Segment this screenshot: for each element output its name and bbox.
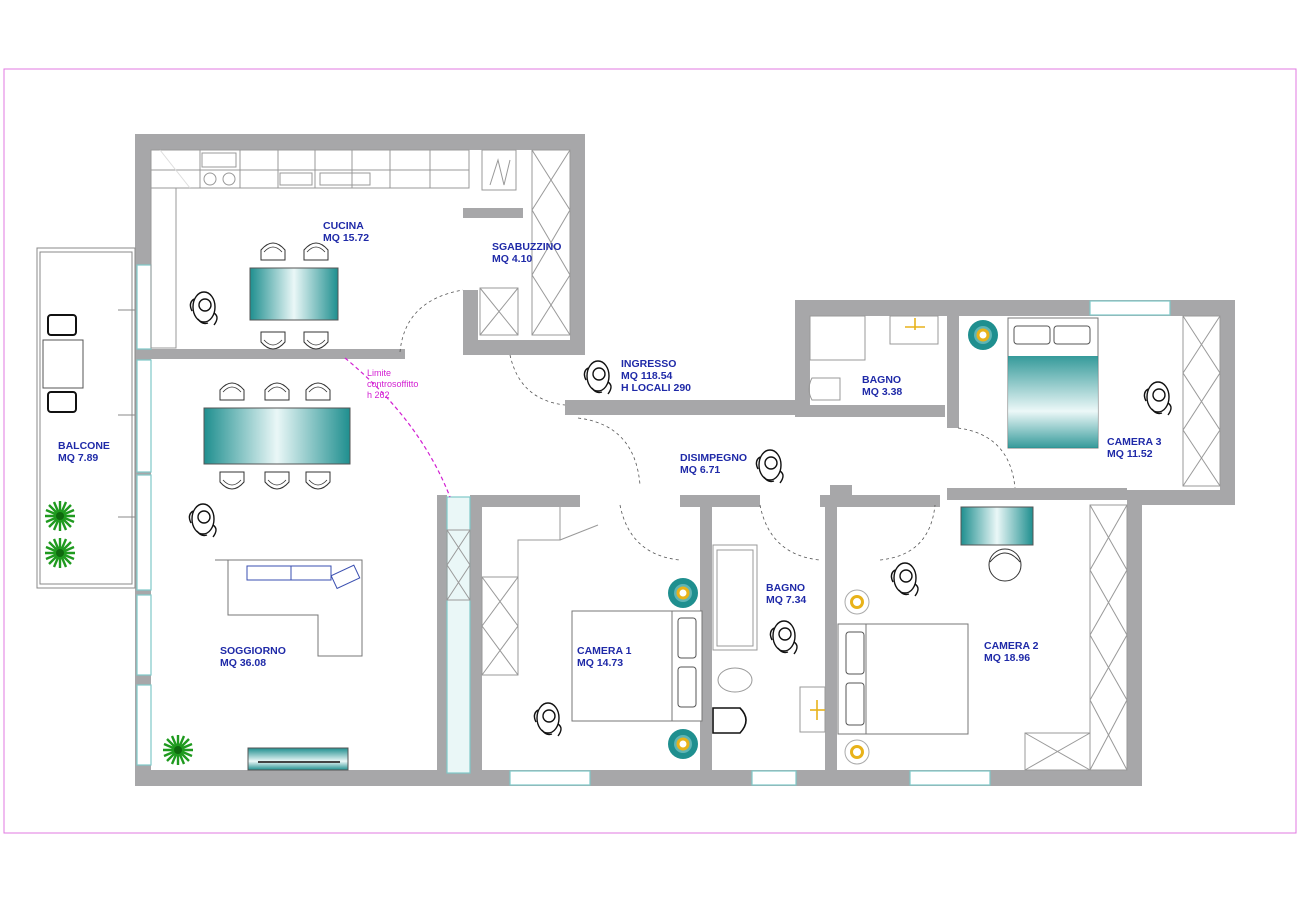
room-area: MQ 11.52: [1107, 448, 1153, 460]
room-area: MQ 15.72: [323, 232, 370, 244]
room-area: MQ 7.34: [766, 594, 807, 606]
large-bathroom-fixtures: [712, 544, 826, 734]
person-icon: [189, 291, 218, 326]
room-name: CUCINA: [323, 220, 364, 232]
doors: [399, 289, 1016, 561]
room-area: MQ 36.08: [220, 657, 267, 669]
kitchen-table: [249, 267, 339, 321]
person-icon: [583, 360, 612, 395]
plant-icon: [43, 499, 77, 533]
person-icon: [188, 503, 217, 538]
kitchen-counters: [150, 149, 470, 349]
room-label-soggiorno: SOGGIORNO MQ 36.08: [220, 645, 286, 669]
person-icon: [769, 620, 798, 655]
desk-camera2: [960, 506, 1034, 546]
room-area: MQ 6.71: [680, 464, 721, 476]
room-label-sgabuzzino: SGABUZZINO MQ 4.10: [492, 241, 561, 265]
living-column: [446, 529, 471, 601]
small-bathroom-fixtures: [808, 315, 939, 401]
room-name: BAGNO: [862, 374, 902, 386]
room-label-camera1: CAMERA 1 MQ 14.73: [577, 645, 631, 669]
room-name: CAMERA 1: [577, 645, 632, 657]
room-area: MQ 118.54: [621, 370, 673, 382]
windows: [136, 264, 1171, 786]
room-label-cucina: CUCINA MQ 15.72: [323, 220, 369, 244]
balcony-table: [42, 314, 84, 413]
room-name: CAMERA 3: [1107, 436, 1162, 448]
page-frame: [3, 68, 1297, 834]
note-line: controsoffitto: [367, 379, 419, 389]
plant-icon: [43, 536, 77, 570]
room-label-bagno-large: BAGNO MQ 7.34: [766, 582, 806, 606]
room-label-disimpegno: DISIMPEGNO MQ 6.71: [680, 452, 747, 476]
wardrobe-camera1: [481, 507, 599, 676]
room-name: DISIMPEGNO: [680, 452, 748, 464]
room-area: MQ 3.38: [862, 386, 903, 398]
lamp-icon: [666, 727, 700, 761]
ceiling-limit-line: [344, 357, 451, 498]
room-label-bagno-small: BAGNO MQ 3.38: [862, 374, 902, 398]
sofa: [215, 559, 363, 657]
room-name: SOGGIORNO: [220, 645, 286, 657]
person-icon: [890, 562, 919, 597]
room-label-camera3: CAMERA 3 MQ 11.52: [1107, 436, 1161, 460]
room-height: H LOCALI 290: [621, 382, 692, 394]
room-name: INGRESSO: [621, 358, 677, 370]
bed-camera2: [837, 623, 969, 735]
lamp-icon: [666, 576, 700, 610]
dining-table: [203, 407, 351, 465]
lamp-icon: [843, 588, 871, 616]
room-label-camera2: CAMERA 2 MQ 18.96: [984, 640, 1038, 664]
person-icon: [533, 702, 562, 737]
room-area: MQ 7.89: [58, 452, 99, 464]
person-icon: [755, 449, 784, 484]
person-icon: [1143, 381, 1172, 416]
wardrobe-camera2: [1024, 504, 1128, 771]
room-area: MQ 4.10: [492, 253, 533, 265]
room-label-ingresso: INGRESSO MQ 118.54 H LOCALI 290: [621, 358, 691, 394]
tv-unit: [247, 747, 349, 771]
room-name: CAMERA 2: [984, 640, 1039, 652]
storage-units: [479, 149, 571, 336]
bed-camera1: [571, 610, 703, 722]
room-name: BAGNO: [766, 582, 806, 594]
bed-camera3: [1007, 317, 1099, 449]
ceiling-limit-note: Limite controsoffitto h 262: [367, 368, 418, 401]
note-line: Limite: [367, 368, 392, 378]
plant-icon: [161, 733, 195, 767]
wardrobe-camera3: [1182, 315, 1221, 487]
room-area: MQ 18.96: [984, 652, 1031, 664]
room-name: SGABUZZINO: [492, 241, 562, 253]
lamp-icon: [966, 318, 1000, 352]
room-name: BALCONE: [58, 440, 110, 452]
desk-chair: [988, 548, 1022, 582]
balcony: [36, 247, 136, 589]
lamp-icon: [843, 738, 871, 766]
room-label-balcone: BALCONE MQ 7.89: [58, 440, 110, 464]
room-area: MQ 14.73: [577, 657, 624, 669]
note-line: h 262: [367, 390, 390, 400]
